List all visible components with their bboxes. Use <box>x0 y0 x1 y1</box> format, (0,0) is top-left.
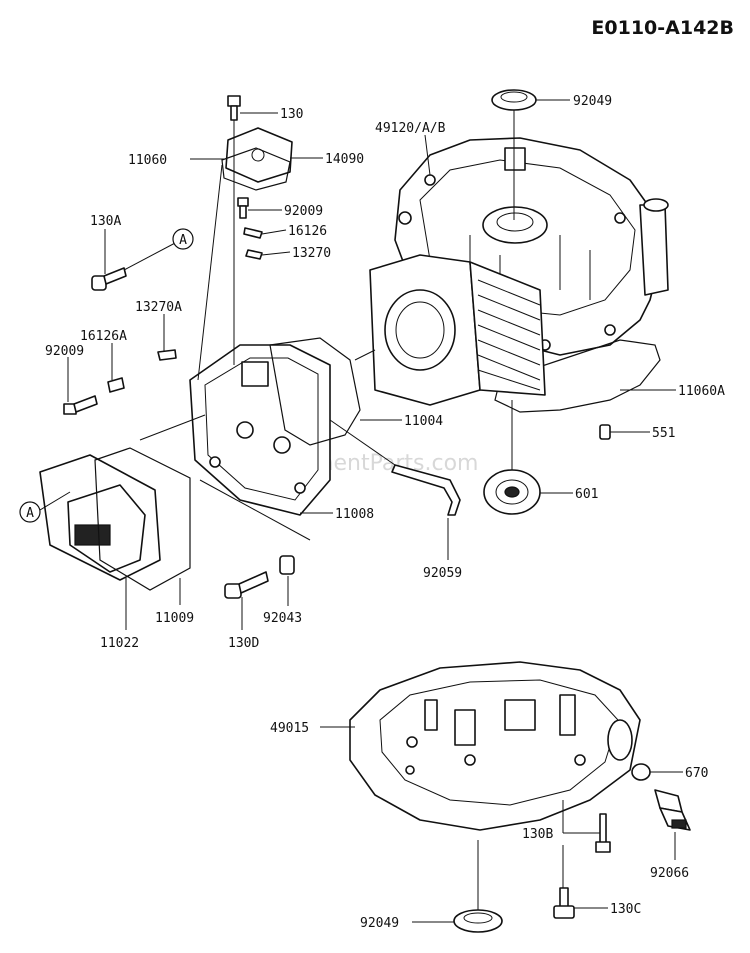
o-ring-670 <box>631 763 651 781</box>
bolt-130C <box>553 887 575 919</box>
label-130: 130 <box>280 107 303 122</box>
pipe-92059 <box>391 464 461 516</box>
bolt-130 <box>227 95 241 121</box>
label-670: 670 <box>685 766 708 781</box>
label-13270A: 13270A <box>135 300 182 315</box>
label-130B: 130B <box>522 827 553 842</box>
plug-92066 <box>654 789 691 831</box>
keeper-16126 <box>243 227 263 239</box>
crankcase-cover-49015 <box>349 661 641 831</box>
label-551: 551 <box>652 426 675 441</box>
label-130A: 130A <box>90 214 121 229</box>
label-92009-top: 92009 <box>284 204 323 219</box>
oil-seal-92049-bottom <box>453 909 503 933</box>
label-92049-top: 92049 <box>573 94 612 109</box>
gasket-11009 <box>94 447 191 591</box>
label-11004: 11004 <box>404 414 443 429</box>
label-11009: 11009 <box>155 611 194 626</box>
bolt-130B <box>595 813 611 853</box>
oil-seal-92049-top <box>491 89 537 111</box>
cylinder-11004 <box>369 254 546 406</box>
leader-lines <box>39 99 683 923</box>
dowel-92043 <box>279 555 295 575</box>
keeper-16126A <box>107 377 125 393</box>
cylinder-head-11008 <box>189 344 331 516</box>
rocker-cover-11022 <box>39 454 161 581</box>
stud-92009-left <box>63 395 98 415</box>
head-gasket <box>269 337 361 446</box>
label-601: 601 <box>575 487 598 502</box>
stud-92009-top <box>237 197 249 219</box>
label-130D: 130D <box>228 636 259 651</box>
bolt-130D <box>224 571 269 599</box>
callout-a-top-label: A <box>179 233 187 248</box>
label-92009-left: 92009 <box>45 344 84 359</box>
label-11022: 11022 <box>100 636 139 651</box>
label-49015: 49015 <box>270 721 309 736</box>
plate-14090 <box>225 127 293 183</box>
gasket-11060 <box>221 147 291 191</box>
label-11060: 11060 <box>128 153 167 168</box>
callout-a-left: A <box>19 501 41 523</box>
label-92043: 92043 <box>263 611 302 626</box>
bearing-601 <box>483 469 541 515</box>
label-16126A: 16126A <box>80 329 127 344</box>
label-14090: 14090 <box>325 152 364 167</box>
label-92049-bottom: 92049 <box>360 916 399 931</box>
label-13270: 13270 <box>292 246 331 261</box>
label-92059: 92059 <box>423 566 462 581</box>
label-11060A: 11060A <box>678 384 725 399</box>
pin-13270A <box>157 349 177 361</box>
pin-13270 <box>245 249 263 260</box>
label-11008: 11008 <box>335 507 374 522</box>
callout-a-top: A <box>172 228 194 250</box>
label-130C: 130C <box>610 902 641 917</box>
callout-a-left-label: A <box>26 506 34 521</box>
diagram-code: E0110-A142B <box>591 17 734 39</box>
label-49120: 49120/A/B <box>375 121 446 136</box>
pin-551 <box>599 424 611 440</box>
bolt-130A <box>91 267 127 291</box>
label-16126: 16126 <box>288 224 327 239</box>
label-92066: 92066 <box>650 866 689 881</box>
